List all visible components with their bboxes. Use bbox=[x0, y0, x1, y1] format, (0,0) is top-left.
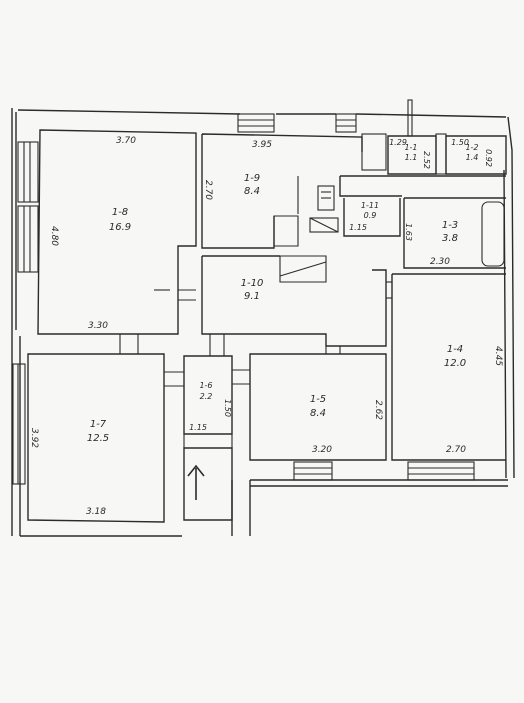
room-1-10-id: 1-10 bbox=[241, 278, 264, 289]
dim-r2-top: 1.50 bbox=[451, 138, 469, 147]
dim-r8-side: 4.80 bbox=[49, 226, 59, 246]
dim-r7-bottom: 3.18 bbox=[86, 507, 106, 517]
windows bbox=[12, 99, 475, 485]
dim-r2-side: 0.92 bbox=[484, 149, 493, 167]
dim-r1-side: 2.52 bbox=[422, 151, 431, 169]
room-1-7-id: 1-7 bbox=[90, 419, 107, 430]
room-1-8-area: 16.9 bbox=[109, 222, 131, 233]
counter-icon bbox=[279, 255, 327, 283]
room-1-4-area: 12.0 bbox=[444, 358, 466, 369]
room-1-1-id: 1-1 bbox=[404, 143, 417, 152]
room-1-11-area: 0.9 bbox=[364, 211, 377, 220]
room-1-4-id: 1-4 bbox=[447, 344, 463, 355]
room-1-6-area: 2.2 bbox=[200, 392, 213, 401]
room-1-5-area: 8.4 bbox=[310, 408, 326, 419]
dim-r9-side: 2.70 bbox=[203, 180, 213, 200]
dim-r5-bottom: 3.20 bbox=[312, 445, 332, 455]
dimension-labels: 3.70 4.80 3.30 3.95 2.70 1.29 2.52 1.50 … bbox=[29, 136, 503, 517]
dim-r8-bottom: 3.30 bbox=[88, 321, 108, 331]
dim-r9-top: 3.95 bbox=[252, 140, 272, 150]
room-1-9-area: 8.4 bbox=[244, 186, 260, 197]
dim-r4-side: 4.45 bbox=[493, 346, 503, 366]
room-1-11-id: 1-11 bbox=[361, 201, 379, 210]
entrance-arrow-icon bbox=[187, 464, 205, 500]
room-1-1-area: 1.1 bbox=[405, 153, 418, 162]
room-1-6-id: 1-6 bbox=[199, 381, 212, 390]
room-1-5-id: 1-5 bbox=[310, 394, 326, 405]
room-1-9-id: 1-9 bbox=[244, 173, 260, 184]
dim-r3-bottom: 2.30 bbox=[430, 257, 450, 267]
fixtures bbox=[154, 176, 505, 500]
room-1-2-area: 1.4 bbox=[466, 153, 479, 162]
dim-r6-side: 1.50 bbox=[223, 399, 232, 417]
room-labels: 1-8 16.9 1-9 8.4 1-1 1.1 1-2 1.4 1-11 0.… bbox=[87, 143, 479, 444]
dim-r6-bottom: 1.15 bbox=[189, 423, 207, 432]
bathtub-icon bbox=[481, 201, 505, 267]
sink-icon bbox=[309, 217, 339, 233]
room-1-2-id: 1-2 bbox=[465, 143, 478, 152]
room-1-10-area: 9.1 bbox=[244, 291, 260, 302]
cabinet-icon bbox=[273, 215, 299, 247]
dim-r8-top: 3.70 bbox=[116, 136, 136, 146]
stove-icon bbox=[317, 185, 335, 211]
dim-r11-side: 1.15 bbox=[349, 223, 367, 232]
dim-r5-side: 2.62 bbox=[373, 400, 383, 420]
room-1-3-area: 3.8 bbox=[442, 233, 458, 244]
dim-r1-top: 1.29 bbox=[389, 138, 407, 147]
dim-r3-side: 1.63 bbox=[404, 223, 413, 241]
room-1-7-area: 12.5 bbox=[87, 433, 109, 444]
room-walls bbox=[27, 129, 507, 523]
dim-r4-bottom: 2.70 bbox=[446, 445, 466, 455]
room-1-3-id: 1-3 bbox=[442, 220, 458, 231]
room-1-8-id: 1-8 bbox=[112, 207, 128, 218]
doors bbox=[119, 281, 392, 448]
dim-r7-side: 3.92 bbox=[29, 428, 39, 448]
